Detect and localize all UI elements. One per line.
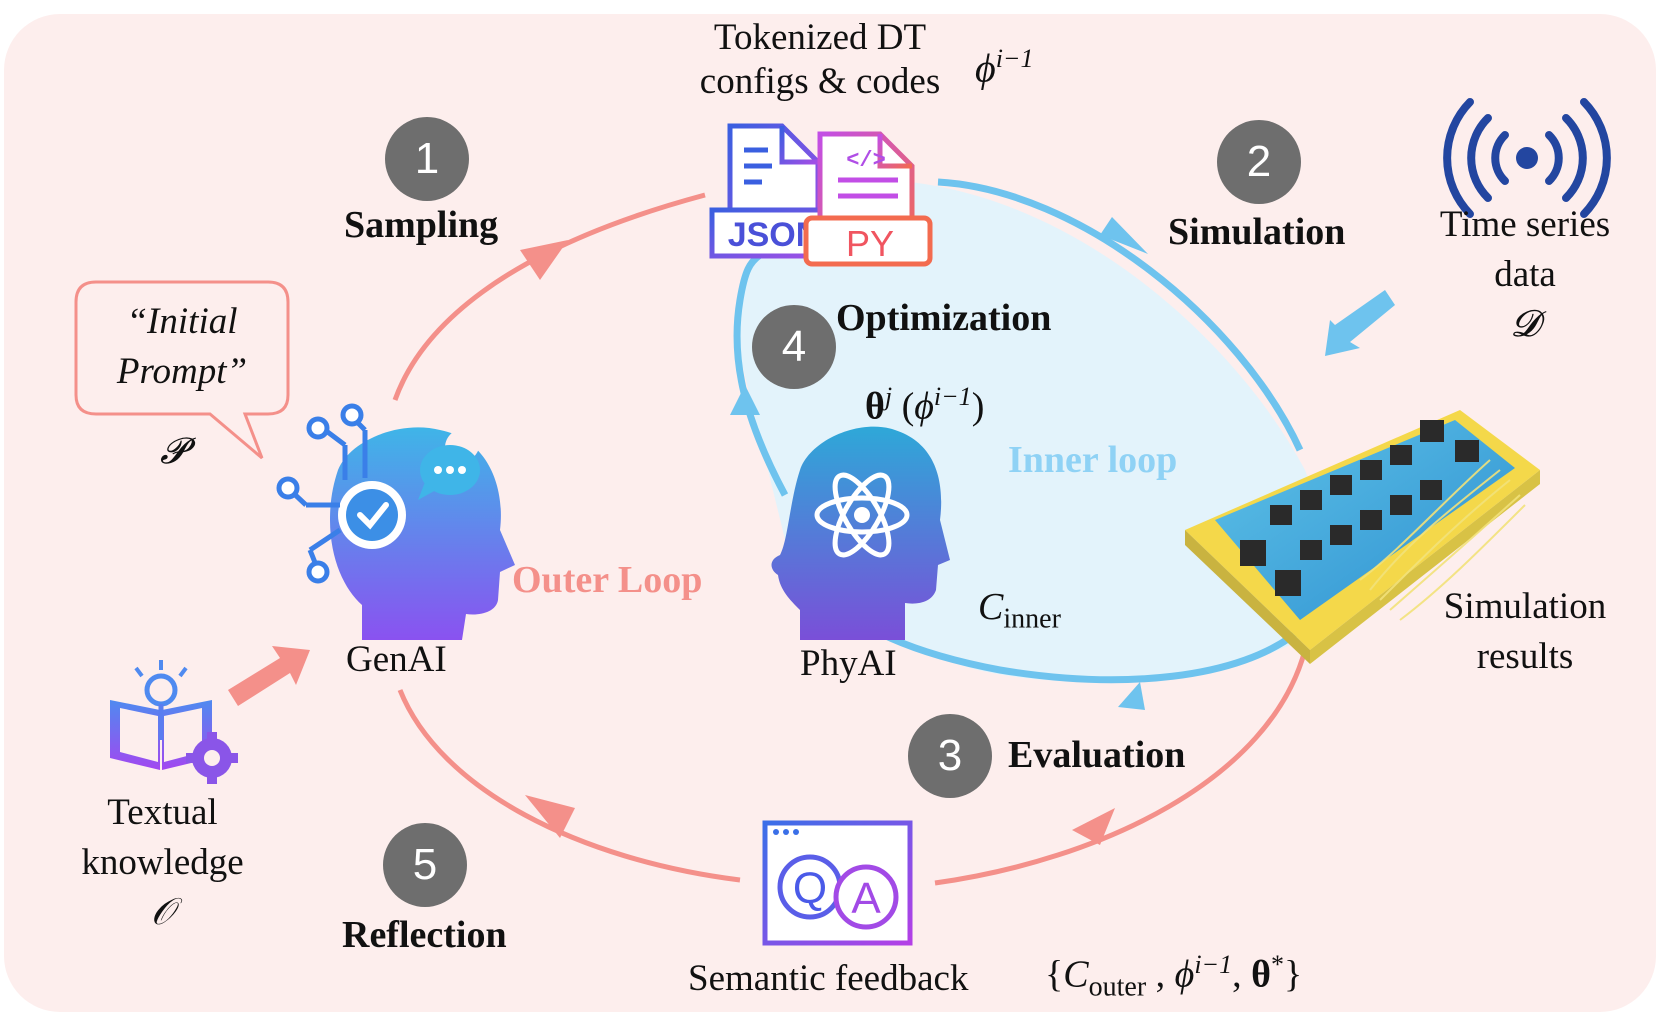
prompt-line2: Prompt” — [116, 351, 248, 392]
theta-superscript: j — [884, 382, 893, 411]
feedback-set: {Couter , ϕi−1, θ*} — [1045, 950, 1302, 1003]
theta-close-paren: ) — [971, 385, 985, 428]
step-2-badge: 2 — [1217, 120, 1301, 204]
phi-superscript: i−1 — [995, 44, 1034, 73]
c-inner-subscript: inner — [1003, 603, 1061, 635]
step-3-badge: 3 — [908, 714, 992, 798]
outer-loop-label: Outer Loop — [512, 559, 703, 601]
outer-arrow-sampling — [520, 240, 568, 280]
outer-loop-arc-evaluation — [934, 649, 1308, 886]
feedback-set-close: } — [1283, 953, 1303, 996]
py-file-icon — [803, 131, 933, 267]
dt-configs-title-line1: Tokenized DT — [713, 17, 927, 58]
theta-base: θ — [865, 385, 885, 428]
simulation-board-icon — [1185, 410, 1540, 664]
knowledge-line1: Textual — [107, 792, 218, 833]
phi-base: ϕ — [975, 45, 996, 91]
qa-a-label: A — [851, 874, 881, 923]
prompt-line1: “Initial — [126, 301, 238, 342]
textual-knowledge-label: Textual knowledge 𝒪 — [60, 788, 265, 938]
qa-q-label: Q — [793, 864, 827, 913]
simulation-results-line2: results — [1476, 636, 1574, 677]
py-label: PY — [846, 223, 894, 264]
broadcast-icon — [1443, 98, 1611, 218]
inner-loop-label: Inner loop — [1008, 439, 1178, 481]
feedback-phi: ϕ — [1174, 953, 1195, 996]
theta-phi: ϕ — [914, 385, 934, 428]
step-1-badge: 1 — [385, 117, 469, 201]
feedback-phi-superscript: i−1 — [1194, 950, 1233, 979]
genai-head-icon — [276, 403, 515, 640]
outer-arrow-evaluation — [1072, 808, 1115, 845]
step-4-badge: 4 — [752, 305, 836, 389]
theta-expression: θj (ϕi−1) — [865, 382, 984, 429]
step-5-badge: 5 — [383, 823, 467, 907]
time-series-arrow — [1325, 290, 1395, 356]
genai-label: GenAI — [346, 639, 447, 680]
theta-open-paren: ( — [901, 385, 915, 428]
feedback-theta: θ — [1251, 953, 1271, 996]
py-code-glyph: </> — [846, 148, 886, 173]
inner-loop-arc-left — [733, 252, 789, 497]
inner-loop-arc — [937, 178, 1304, 452]
inner-arrow-simulation — [1100, 217, 1148, 254]
simulation-results-label: Simulation results — [1425, 582, 1625, 682]
time-series-label: Time series data 𝓓 — [1425, 200, 1625, 350]
step-1-label: Sampling — [344, 204, 499, 246]
dt-configs-title: Tokenized DT configs & codes — [680, 16, 960, 104]
feedback-comma-2: , — [1232, 953, 1252, 996]
time-series-line2: data — [1494, 254, 1556, 295]
step-4-label: Optimization — [836, 297, 1052, 339]
theta-phi-superscript: i−1 — [933, 382, 972, 411]
qa-window-icon — [762, 820, 913, 946]
outer-loop-arc-reflection — [397, 689, 741, 883]
time-series-symbol: 𝓓 — [1510, 304, 1540, 345]
feedback-comma-1: , — [1146, 953, 1175, 996]
initial-prompt-text: “Initial Prompt” — [82, 297, 282, 397]
semantic-feedback-label: Semantic feedback — [688, 958, 969, 999]
feedback-theta-superscript: * — [1270, 950, 1284, 979]
feedback-c-subscript: outer — [1088, 971, 1147, 1003]
book-icon — [110, 660, 238, 784]
outer-loop-arc-sampling — [392, 192, 706, 401]
dt-configs-title-line2: configs & codes — [699, 61, 941, 102]
inner-arrow-evaluation — [1118, 682, 1145, 710]
inner-arrow-optimization — [730, 385, 760, 415]
c-inner-base: C — [978, 586, 1004, 628]
knowledge-line2: knowledge — [81, 842, 244, 883]
step-2-label: Simulation — [1168, 211, 1346, 253]
simulation-results-line1: Simulation — [1443, 586, 1607, 627]
prompt-symbol: 𝓟 — [160, 431, 186, 471]
step-5-label: Reflection — [342, 914, 507, 956]
step-3-label: Evaluation — [1008, 734, 1186, 776]
knowledge-arrow — [228, 646, 310, 706]
phi-symbol-top: ϕi−1 — [975, 44, 1033, 91]
phyai-head-icon — [771, 426, 950, 640]
c-inner-symbol: Cinner — [978, 585, 1061, 636]
prompt-bubble — [74, 280, 290, 460]
knowledge-symbol: 𝒪 — [150, 892, 175, 933]
outer-arrow-reflection — [525, 795, 575, 838]
phyai-label: PhyAI — [800, 643, 897, 684]
time-series-line1: Time series — [1439, 204, 1611, 245]
feedback-c-base: C — [1063, 953, 1089, 996]
feedback-set-open: { — [1045, 953, 1064, 996]
